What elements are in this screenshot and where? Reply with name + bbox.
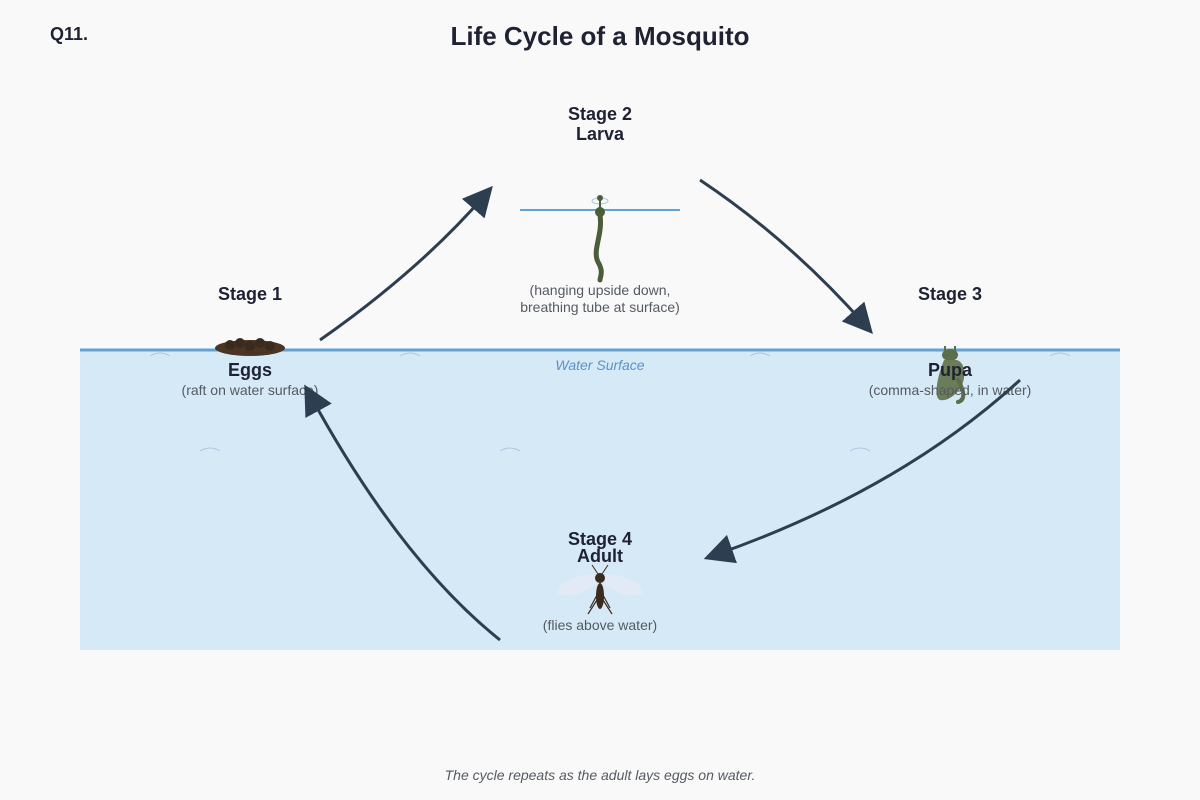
stage-pupa: Stage 3 Pupa (comma-shaped, in water) bbox=[869, 284, 1032, 404]
stage-larva-label: Stage 2 bbox=[568, 104, 632, 124]
stage-adult: Stage 4 Adult (flies above water) bbox=[543, 529, 657, 633]
stage-eggs-note: (raft on water surface) bbox=[182, 382, 319, 398]
pupa-icon bbox=[936, 346, 966, 404]
arrow-larva-to-pupa bbox=[699, 178, 873, 334]
stage-eggs: Stage 1 Eggs (raft on water surface) bbox=[182, 284, 319, 398]
stage-larva: Stage 2 Larva (hanging upside down, brea… bbox=[520, 104, 680, 315]
arrow-eggs-to-larva bbox=[319, 185, 493, 342]
stage-adult-name: Adult bbox=[577, 546, 623, 566]
arrow-adult-to-eggs bbox=[304, 384, 501, 642]
cycle-arrows bbox=[304, 178, 1022, 642]
stage-eggs-name: Eggs bbox=[228, 360, 272, 380]
stage-adult-note: (flies above water) bbox=[543, 617, 657, 633]
arrow-pupa-to-adult bbox=[703, 378, 1022, 564]
stage-larva-name: Larva bbox=[576, 124, 625, 144]
water-ripples bbox=[149, 352, 1071, 452]
water-surface-label: Water Surface bbox=[555, 357, 644, 373]
cycle-footer-note: The cycle repeats as the adult lays eggs… bbox=[445, 767, 756, 783]
mosquito-icon bbox=[557, 564, 643, 615]
stage-pupa-label: Stage 3 bbox=[918, 284, 982, 304]
stage-larva-note-line2: breathing tube at surface) bbox=[520, 299, 680, 315]
stage-pupa-name: Pupa bbox=[928, 360, 973, 380]
larva-icon bbox=[591, 195, 609, 283]
question-number: Q11. bbox=[50, 24, 88, 44]
stage-adult-label: Stage 4 bbox=[568, 529, 632, 549]
stage-larva-note-line1: (hanging upside down, bbox=[530, 282, 671, 298]
stage-eggs-label: Stage 1 bbox=[218, 284, 282, 304]
stage-pupa-note: (comma-shaped, in water) bbox=[869, 382, 1032, 398]
diagram-title: Life Cycle of a Mosquito bbox=[450, 21, 749, 51]
egg-raft-icon bbox=[215, 338, 285, 356]
